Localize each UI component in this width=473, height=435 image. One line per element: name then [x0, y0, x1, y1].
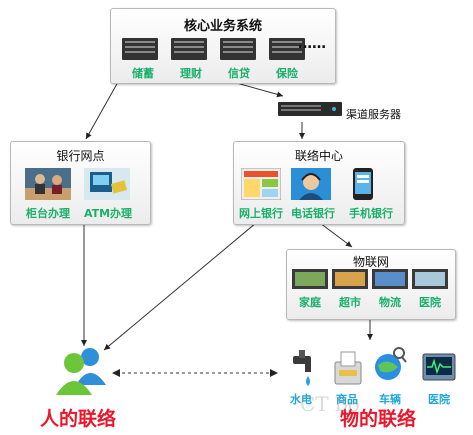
pos-terminal-icon	[334, 351, 362, 385]
contact-center-title: 联络中心	[294, 149, 343, 163]
faucet-icon	[293, 350, 311, 386]
mobile-banking-image	[353, 168, 373, 200]
core-ellipsis: ……	[298, 36, 326, 52]
core-system-title: 核心业务系统	[183, 19, 262, 34]
watermark: CT bo	[300, 392, 360, 416]
contact-item-online: 网上银行	[239, 207, 283, 220]
iot-item-home: 家庭	[299, 296, 321, 309]
people-users-icon	[56, 348, 106, 395]
thing-item-vehicles: 车辆	[379, 393, 401, 406]
bank-branch-title: 银行网点	[56, 149, 105, 163]
things-contact-label: 物的联络	[340, 408, 417, 430]
core-item-savings: 储蓄	[132, 67, 154, 80]
channel-server-label: 渠道服务器	[346, 108, 401, 121]
thing-item-hospital: 医院	[428, 393, 450, 406]
bank-item-atm: ATM办理	[83, 207, 133, 220]
core-item-wealth: 理财	[180, 67, 202, 80]
hospital-monitor-icon	[422, 353, 456, 381]
core-item-credit: 信贷	[228, 67, 250, 80]
online-banking-image	[241, 168, 281, 200]
iot-title: 物联网	[352, 255, 389, 269]
iot-item-supermarket: 超市	[339, 296, 361, 309]
thing-item-goods: 商品	[336, 393, 358, 406]
contact-to-iot-arrow	[319, 222, 353, 248]
core-to-bank-arrow	[85, 81, 119, 140]
contact-item-phone: 电话银行	[291, 207, 335, 220]
phone-banking-image	[291, 168, 331, 200]
atm-image	[84, 168, 130, 200]
core-to-server-arrow	[232, 81, 284, 98]
iot-item-hospital: 医院	[419, 296, 441, 309]
thing-item-utilities: 水电	[290, 393, 312, 406]
channel-server-icon	[278, 102, 342, 116]
iot-scene-images	[292, 269, 448, 289]
vehicle-globe-icon	[375, 347, 407, 380]
bank-item-counter: 柜台办理	[26, 207, 70, 220]
people-contact-label: 人的联络	[40, 408, 117, 430]
core-item-insurance: 保险	[276, 67, 298, 80]
counter-service-image	[25, 168, 71, 200]
contact-to-people-arrow	[103, 222, 257, 351]
iot-item-logistics: 物流	[379, 296, 401, 309]
contact-item-mobile: 手机银行	[349, 207, 393, 220]
server-rack-icons	[122, 38, 305, 60]
